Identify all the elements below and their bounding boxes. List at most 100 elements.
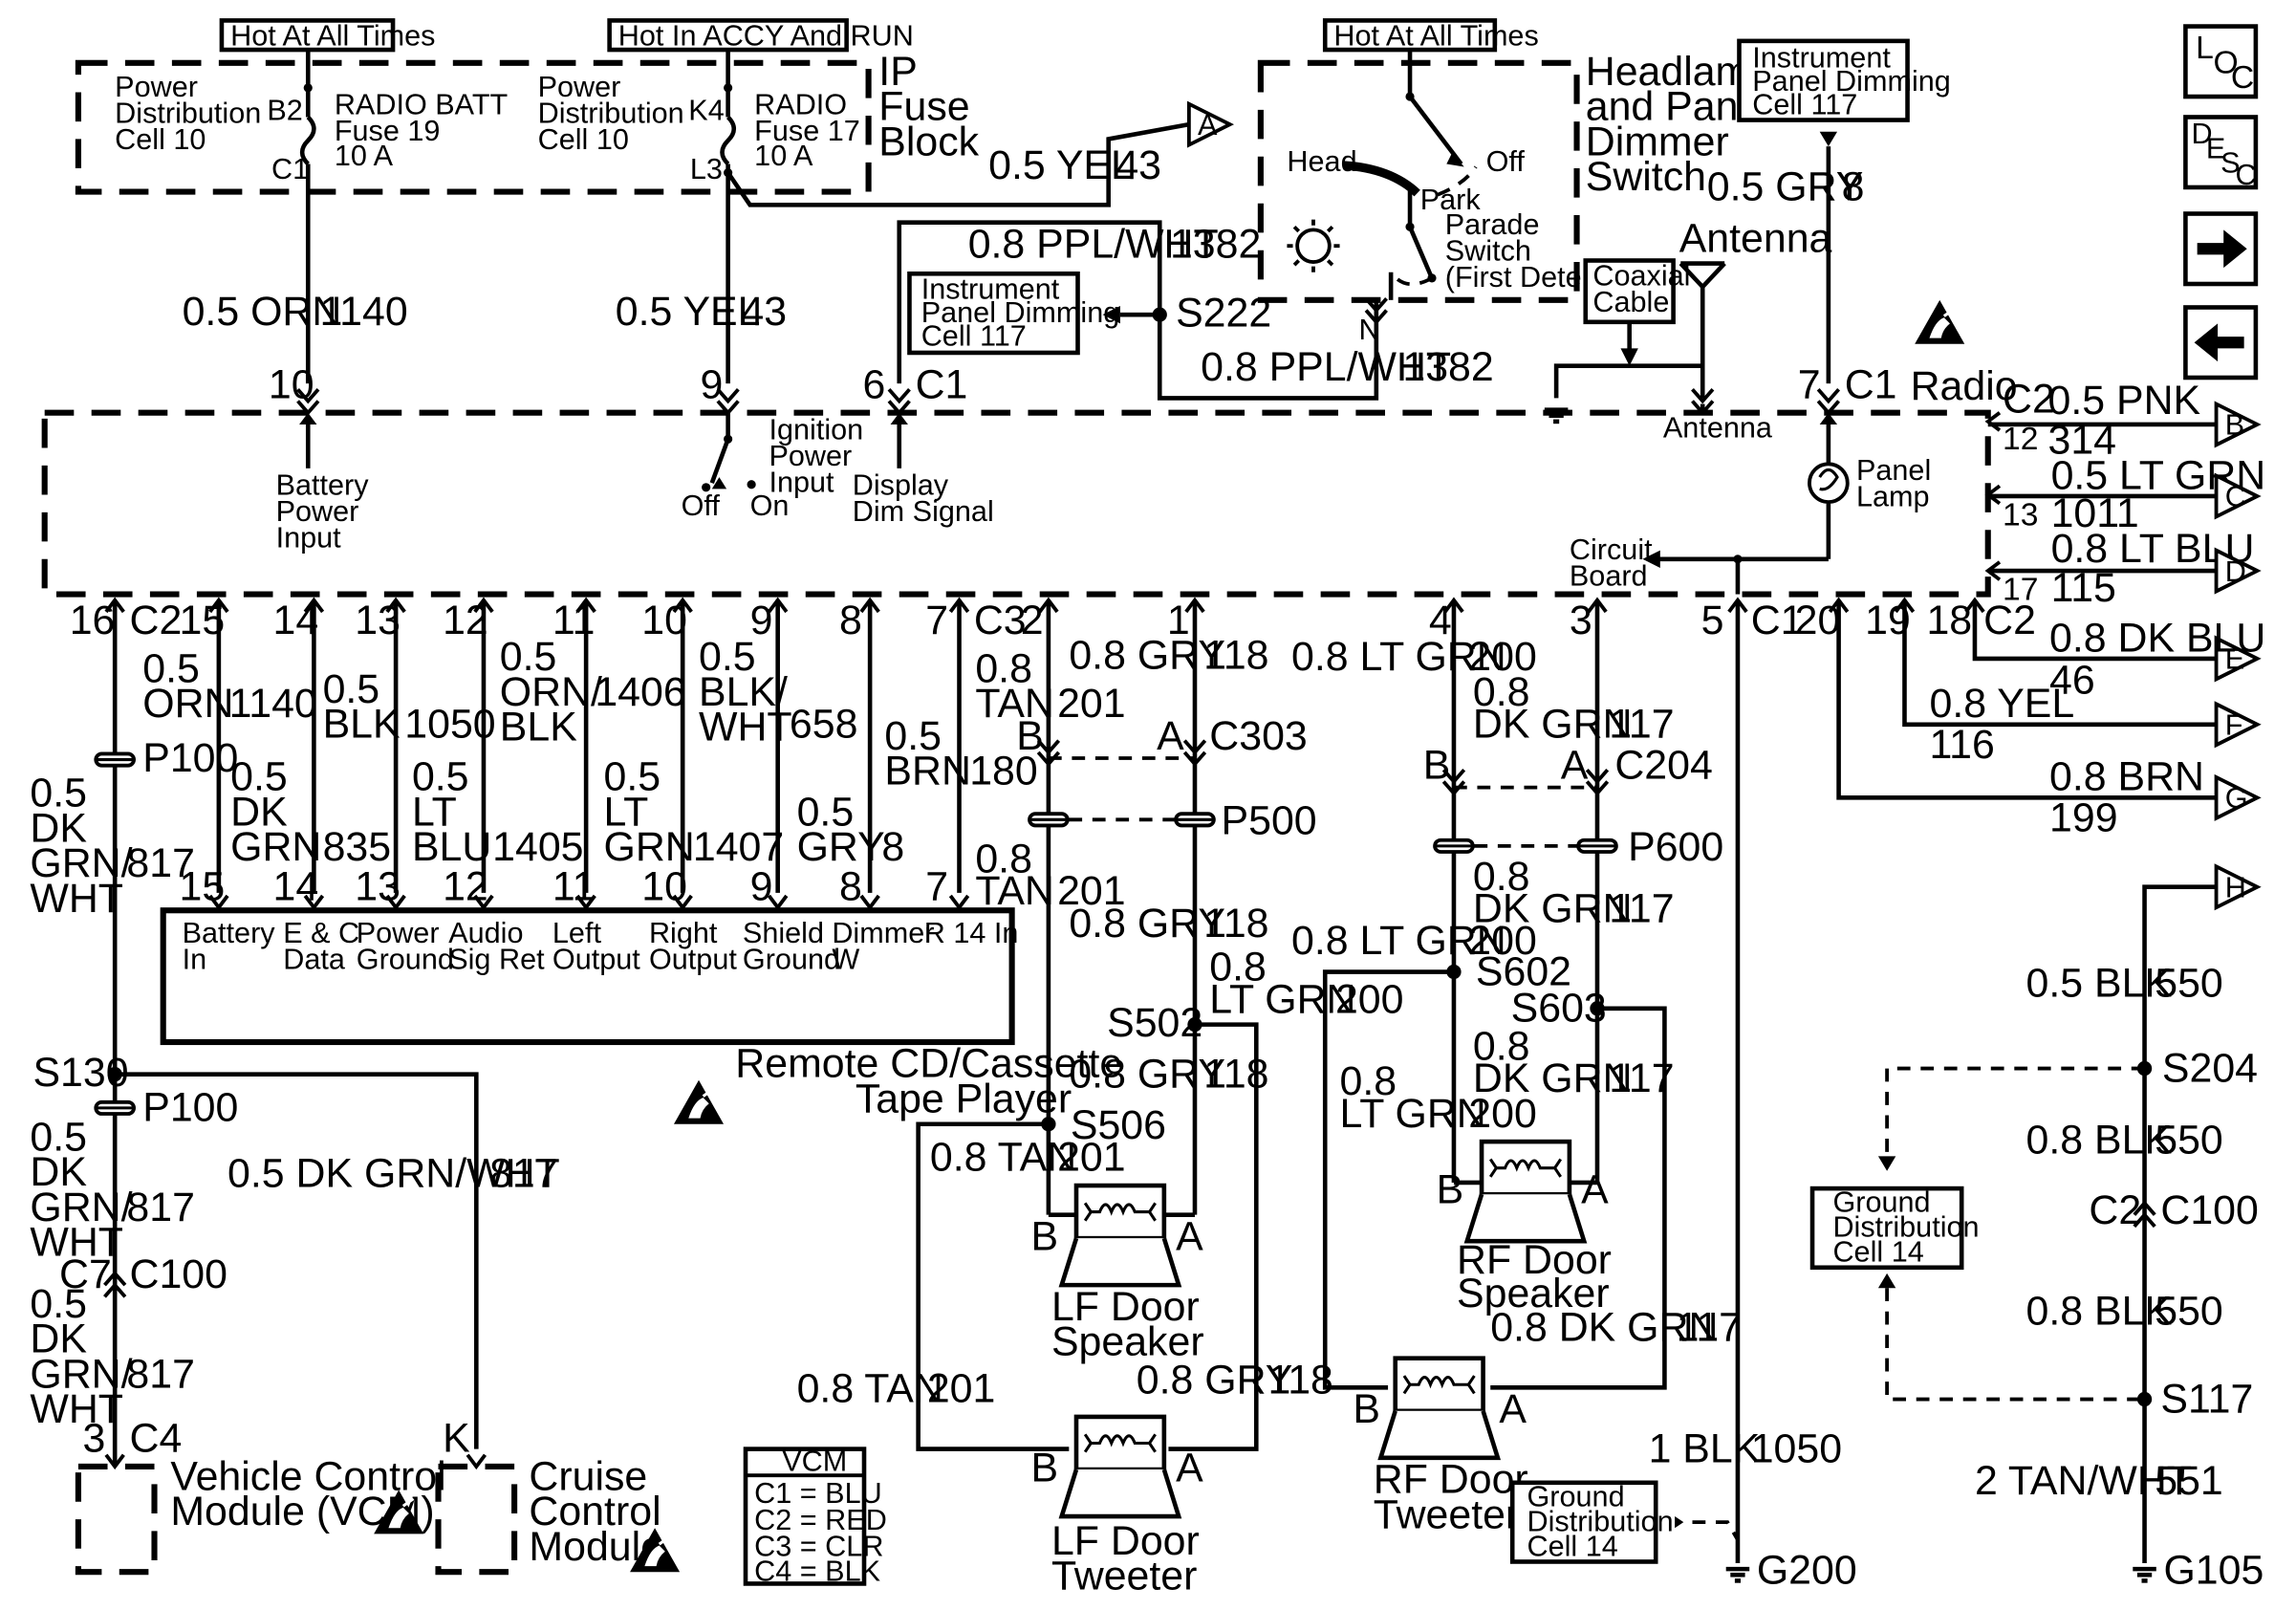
c100-g: C100 <box>2160 1187 2258 1233</box>
right-speaker-circuits: 0.8 LT GRN 200 0.8 DK GRN 117 B A C204 P… <box>1291 597 1742 1537</box>
ch9-s3: WHT <box>699 705 792 751</box>
rf-tweeter-2: Tweeter <box>1374 1491 1519 1537</box>
rs-200c-c: 200 <box>1468 1091 1537 1137</box>
cd-name-2: Tape Player <box>856 1076 1072 1121</box>
ch14-s3: GRN <box>230 824 321 870</box>
hot-note-1-text: Hot At All Times <box>230 19 435 52</box>
fuse-block-label-2: Fuse <box>878 84 969 130</box>
wire-1140-size: 0.5 ORN <box>183 289 342 335</box>
cd-term-6a: Right <box>649 917 718 949</box>
wire-43-circuit: 43 <box>741 289 787 335</box>
next-arrow-icon[interactable] <box>2183 211 2259 287</box>
radio-c2-top: C2 <box>2003 377 2055 423</box>
lc-size1-2: DK <box>30 805 87 851</box>
bus-wires <box>208 597 970 911</box>
wire-551-size: 2 TAN/WHT <box>1975 1458 2192 1504</box>
wire-1382b-size: 0.8 PPL/WHT <box>1201 344 1451 390</box>
ch10-s1: 0.5 <box>604 754 661 800</box>
panel-lamp-icon <box>1808 462 1850 505</box>
rfs-pin-b: B <box>1437 1166 1464 1212</box>
cdpin-7: 7 <box>925 864 948 910</box>
vcm-label-1: Vehicle Control <box>170 1453 445 1499</box>
s130: S130 <box>32 1050 128 1096</box>
wire-550b-circuit: 550 <box>2155 1117 2223 1163</box>
bpin-9: 9 <box>750 598 773 643</box>
ipd-cell-117-top[interactable] <box>1737 38 1910 122</box>
ls-ltgrn-s1: 0.8 <box>1209 945 1267 990</box>
rf-tweeter-1: RF Door <box>1374 1457 1528 1503</box>
cdpin-13: 13 <box>355 864 401 910</box>
wire-551-circuit: 551 <box>2155 1458 2223 1504</box>
antenna-icon <box>1545 261 1726 422</box>
lf-tweeter-2: Tweeter <box>1051 1554 1197 1599</box>
batt-input-2: Power <box>276 495 359 528</box>
bpin-18: 18 <box>1926 598 1972 643</box>
wire-46-size: 0.8 DK BLU <box>2049 615 2265 661</box>
ch9-s2: BLK/ <box>699 669 788 715</box>
circuit-board-2: Board <box>1570 559 1648 592</box>
gd1-l1: Ground <box>1527 1480 1625 1512</box>
wire-43b-circuit: 43 <box>1116 142 1161 188</box>
pd-cell-10-b-l1: Power <box>538 71 621 103</box>
wire-1382 <box>897 220 1379 401</box>
ls-118b-c: 118 <box>1203 901 1268 946</box>
pin-7: 7 <box>1798 361 1821 407</box>
svg-text:D: D <box>2192 118 2213 150</box>
ign-input-3: Input <box>769 466 834 498</box>
c303: C303 <box>1209 713 1307 759</box>
wire-116-circuit: 116 <box>1930 722 1995 768</box>
lc-size3-4: WHT <box>30 1386 123 1432</box>
ch15-s2: ORN <box>142 681 233 727</box>
pin-6: 6 <box>862 361 885 407</box>
ch12-c: 1405 <box>492 824 583 870</box>
hl-off: Off <box>1486 145 1526 178</box>
ch13-s2: BLK <box>323 702 401 748</box>
wire-550c-circuit: 550 <box>2155 1288 2223 1334</box>
ground-dist-cell-14-a[interactable] <box>1509 1480 1658 1564</box>
s502: S502 <box>1107 1000 1202 1046</box>
lc-circuit2: 817 <box>126 1185 195 1230</box>
prev-arrow-icon[interactable] <box>2183 305 2259 381</box>
gd2-l2: Distribution <box>1832 1211 1979 1244</box>
left-speaker-circuits: 0.8 TAN 201 0.8 GRY 118 B A C303 P500 0.… <box>797 597 1356 1599</box>
wire-199-size: 0.8 BRN <box>2049 754 2204 800</box>
cd-term-3a: Power <box>357 917 440 949</box>
wire-550b-size: 0.8 BLK <box>2026 1117 2173 1163</box>
ch11-c: 1406 <box>595 669 685 715</box>
ccm-label-1: Cruise <box>529 1453 647 1499</box>
rs-117b-s1: 0.8 <box>1473 854 1530 900</box>
lc-size3-2: DK <box>30 1316 87 1362</box>
ch7-c: 180 <box>969 749 1038 794</box>
ccm-pin-k: K <box>443 1416 470 1462</box>
rs-117c-c: 117 <box>1609 1055 1674 1101</box>
pin-b2: B2 <box>267 95 302 127</box>
c204: C204 <box>1614 742 1712 788</box>
fuse-19 <box>299 83 316 384</box>
c204-pin-b: B <box>1423 742 1451 788</box>
splice-s222: S222 <box>1176 290 1271 336</box>
lc-size1-1: 0.5 <box>30 771 87 816</box>
cd-term-7a: Shield <box>743 917 824 949</box>
ground-g200-circuit: 1 BLK 1050 G200 Ground Distribution Cell… <box>1509 597 1857 1593</box>
ground-dist-cell-14-b[interactable] <box>1809 1186 1964 1271</box>
lc-size2-2: DK <box>30 1149 87 1195</box>
radio-c1-left: C1 <box>916 361 968 407</box>
cd-name-1: Remote CD/Cassette <box>735 1041 1122 1087</box>
ground-g105-circuit: H Ground Distribution Cell 14 0.5 BLK 55… <box>1809 864 2264 1593</box>
gd1-l2: Distribution <box>1527 1505 1674 1537</box>
ch13-c: 1050 <box>404 702 495 748</box>
batt-input-1: Battery <box>276 468 370 501</box>
desc-icon[interactable]: D E S C <box>2183 115 2259 191</box>
ipd-cell-117-left[interactable] <box>907 271 1080 356</box>
pin-k4: K4 <box>688 95 724 127</box>
wire-8-size: 0.5 GRY <box>1707 164 1864 210</box>
cd-term-7b: Ground <box>743 943 840 975</box>
ls-201-s2: TAN <box>975 681 1054 727</box>
ls-118c-c: 118 <box>1203 1051 1268 1097</box>
loc-icon[interactable]: L O C <box>2183 24 2259 99</box>
esd-icon-cd <box>672 1078 726 1126</box>
wire-43b-size: 0.5 YEL <box>988 142 1134 188</box>
cd-term-4a: Audio <box>448 917 523 949</box>
cd-term-9a: R 14 In <box>924 917 1019 949</box>
radio-label: Radio <box>1911 363 2018 409</box>
